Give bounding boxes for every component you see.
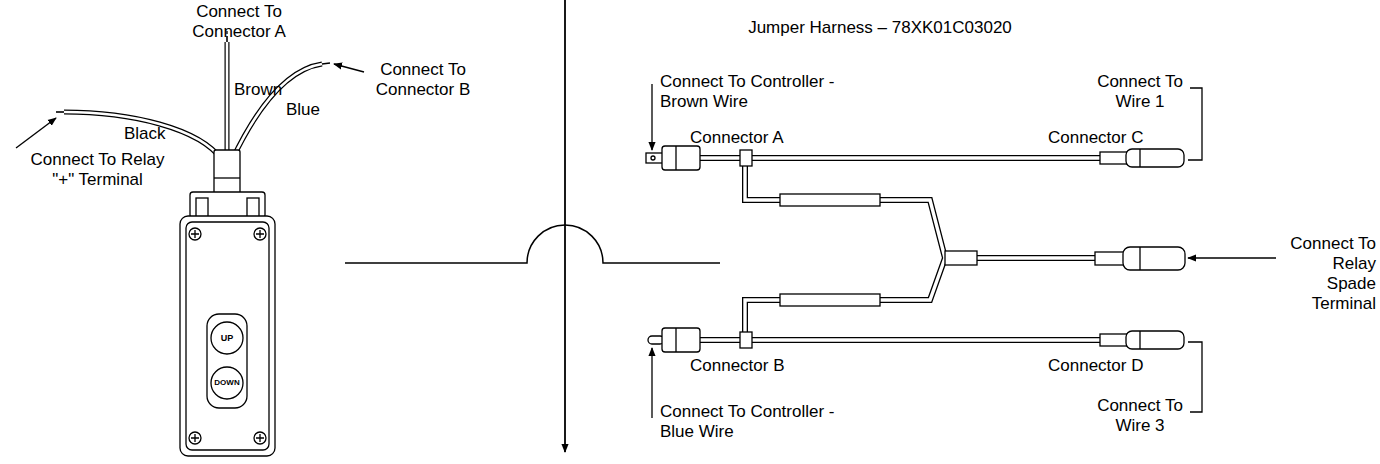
connector-c	[1100, 149, 1184, 167]
leader-line	[651, 348, 652, 418]
callout-text: Connect To Controller - Blue Wire	[660, 402, 845, 442]
leader-bracket	[1188, 342, 1202, 412]
callout-text: Connect To Relay Spade Terminal	[1280, 234, 1376, 314]
connector-label: Connector C	[1048, 128, 1143, 148]
wire-color-label: Brown	[234, 80, 282, 100]
wire-color-label: Blue	[286, 100, 320, 120]
wire-color-label: Black	[124, 124, 166, 144]
connector-d	[1100, 331, 1184, 349]
pendant-controller	[180, 150, 275, 456]
leader-line	[1188, 257, 1276, 258]
callout-text: Connect To Connector B	[368, 60, 478, 100]
controller-wires	[56, 36, 330, 160]
leader-line	[651, 84, 652, 150]
divider-line	[564, 0, 566, 452]
leader-line	[16, 118, 56, 148]
leader-line	[334, 64, 364, 72]
relay-spade-connector	[1095, 247, 1185, 270]
leader-bracket	[1188, 88, 1202, 160]
connector-label: Connector D	[1048, 356, 1143, 376]
connector-label: Connector A	[690, 128, 784, 148]
connector-a	[646, 146, 700, 170]
callout-text: Connect To Connector A	[184, 2, 294, 42]
callout-text: Connect To Wire 3	[1090, 396, 1190, 436]
diagram-title: Jumper Harness – 78XK01C03020	[700, 18, 1060, 38]
connector-label: Connector B	[690, 356, 785, 376]
connector-b	[648, 328, 700, 352]
callout-text: Connect To Controller - Brown Wire	[660, 72, 845, 112]
harness-wires	[700, 150, 1100, 348]
callout-text: Connect To Relay "+" Terminal	[26, 150, 169, 190]
button-label: DOWN	[207, 376, 247, 390]
crossover-line	[345, 225, 720, 263]
callout-text: Connect To Wire 1	[1090, 72, 1190, 112]
button-label: UP	[207, 331, 247, 345]
